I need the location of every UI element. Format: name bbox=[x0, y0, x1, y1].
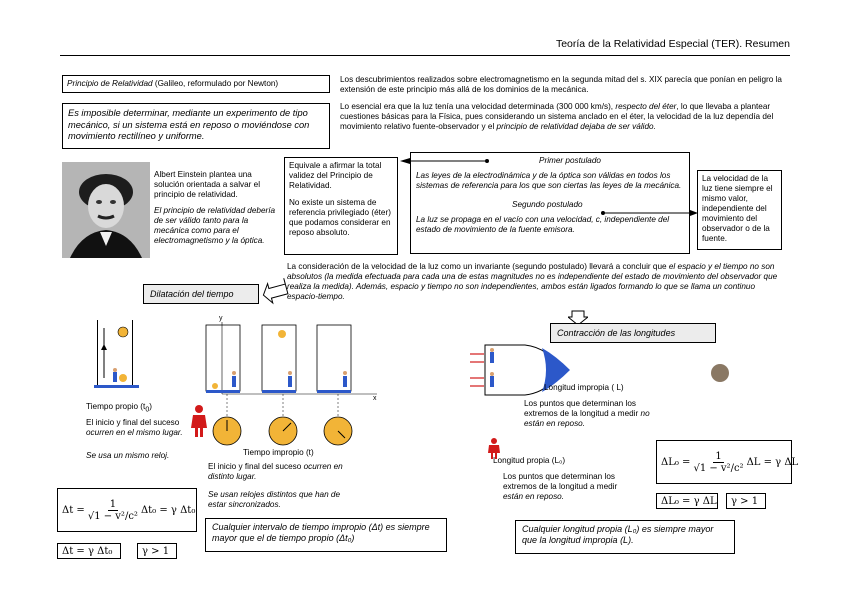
consequence-text: La consideración de la velocidad de la l… bbox=[287, 262, 787, 302]
contraction-title-box: Contracción de las longitudes bbox=[550, 323, 716, 343]
contraction-short-formula: ΔL₀ = γ ΔL bbox=[656, 493, 718, 509]
axis-x-label: x bbox=[373, 395, 377, 402]
improper-length-desc: Los puntos que determinan los extremos d… bbox=[524, 399, 662, 429]
contraction-formula: ΔL₀ = 1√1 − v²/c² ΔL = γ ΔL bbox=[656, 440, 792, 484]
proper-length-label: Longitud propia (L₀) bbox=[493, 456, 565, 466]
intro-text: Los descubrimientos realizados sobre ele… bbox=[340, 75, 790, 132]
einstein-paragraph-1: Albert Einstein plantea una solución ori… bbox=[154, 170, 279, 200]
dilation-gamma: γ > 1 bbox=[137, 543, 177, 559]
header-divider bbox=[60, 55, 790, 56]
principle-box: Principio de Relatividad (Galileo, refor… bbox=[62, 75, 330, 93]
intro-paragraph-2: Lo esencial era que la luz tenía una vel… bbox=[340, 102, 790, 132]
dilation-formula: Δt = 1√1 − v²/c² Δt₀ = γ Δt₀ bbox=[57, 488, 197, 532]
principle-label: Principio de Relatividad bbox=[67, 79, 153, 88]
improper-time-diagram: y x bbox=[195, 312, 380, 462]
light-path bbox=[95, 320, 137, 386]
einstein-paragraph-2: El principio de relatividad debería de s… bbox=[154, 206, 279, 246]
intro-paragraph-1: Los descubrimientos realizados sobre ele… bbox=[340, 75, 790, 95]
einstein-portrait bbox=[62, 162, 150, 258]
einstein-text: Albert Einstein plantea una solución ori… bbox=[154, 170, 279, 246]
page-title: Teoría de la Relatividad Especial (TER).… bbox=[510, 38, 790, 50]
proper-time-desc: El inicio y final del suceso ocurren en … bbox=[86, 418, 206, 438]
observer-person-icon bbox=[191, 404, 207, 438]
proper-time-clock: Se usa un mismo reloj. bbox=[86, 451, 169, 461]
dilation-title-box: Dilatación del tiempo bbox=[143, 284, 259, 304]
axis-y-label: y bbox=[219, 315, 223, 322]
proper-time-label: Tiempo propio (t0) bbox=[86, 402, 152, 416]
dilation-conclusion: Cualquier intervalo de tiempo impropio (… bbox=[205, 518, 447, 552]
contraction-gamma: γ > 1 bbox=[726, 493, 766, 509]
dilation-arrow-icon bbox=[262, 278, 292, 308]
equivalent-box: Equivale a afirmar la total validez del … bbox=[284, 157, 398, 255]
improper-time-clock: Se usan relojes distintos que han de est… bbox=[208, 490, 358, 510]
equivalent-paragraph-2: No existe un sistema de referencia privi… bbox=[289, 198, 393, 238]
postulate-arrows bbox=[395, 150, 715, 230]
dilation-short-formula: Δt = γ Δt₀ bbox=[57, 543, 121, 559]
improper-time-desc: El inicio y final del suceso ocurren en … bbox=[208, 462, 358, 482]
principle-subtitle: (Galileo, reformulado por Newton) bbox=[153, 79, 279, 88]
planet-icon bbox=[711, 364, 729, 382]
equivalent-paragraph-1: Equivale a afirmar la total validez del … bbox=[289, 161, 393, 191]
improper-time-label: Tiempo impropio (t) bbox=[243, 448, 314, 458]
proper-length-desc: Los puntos que determinan los extremos d… bbox=[503, 472, 637, 502]
improper-length-label: Longitud impropia ( L) bbox=[544, 383, 624, 393]
contraction-conclusion: Cualquier longitud propia (L₀) es siempr… bbox=[515, 520, 735, 554]
impossible-box: Es imposible determinar, mediante un exp… bbox=[62, 103, 330, 149]
